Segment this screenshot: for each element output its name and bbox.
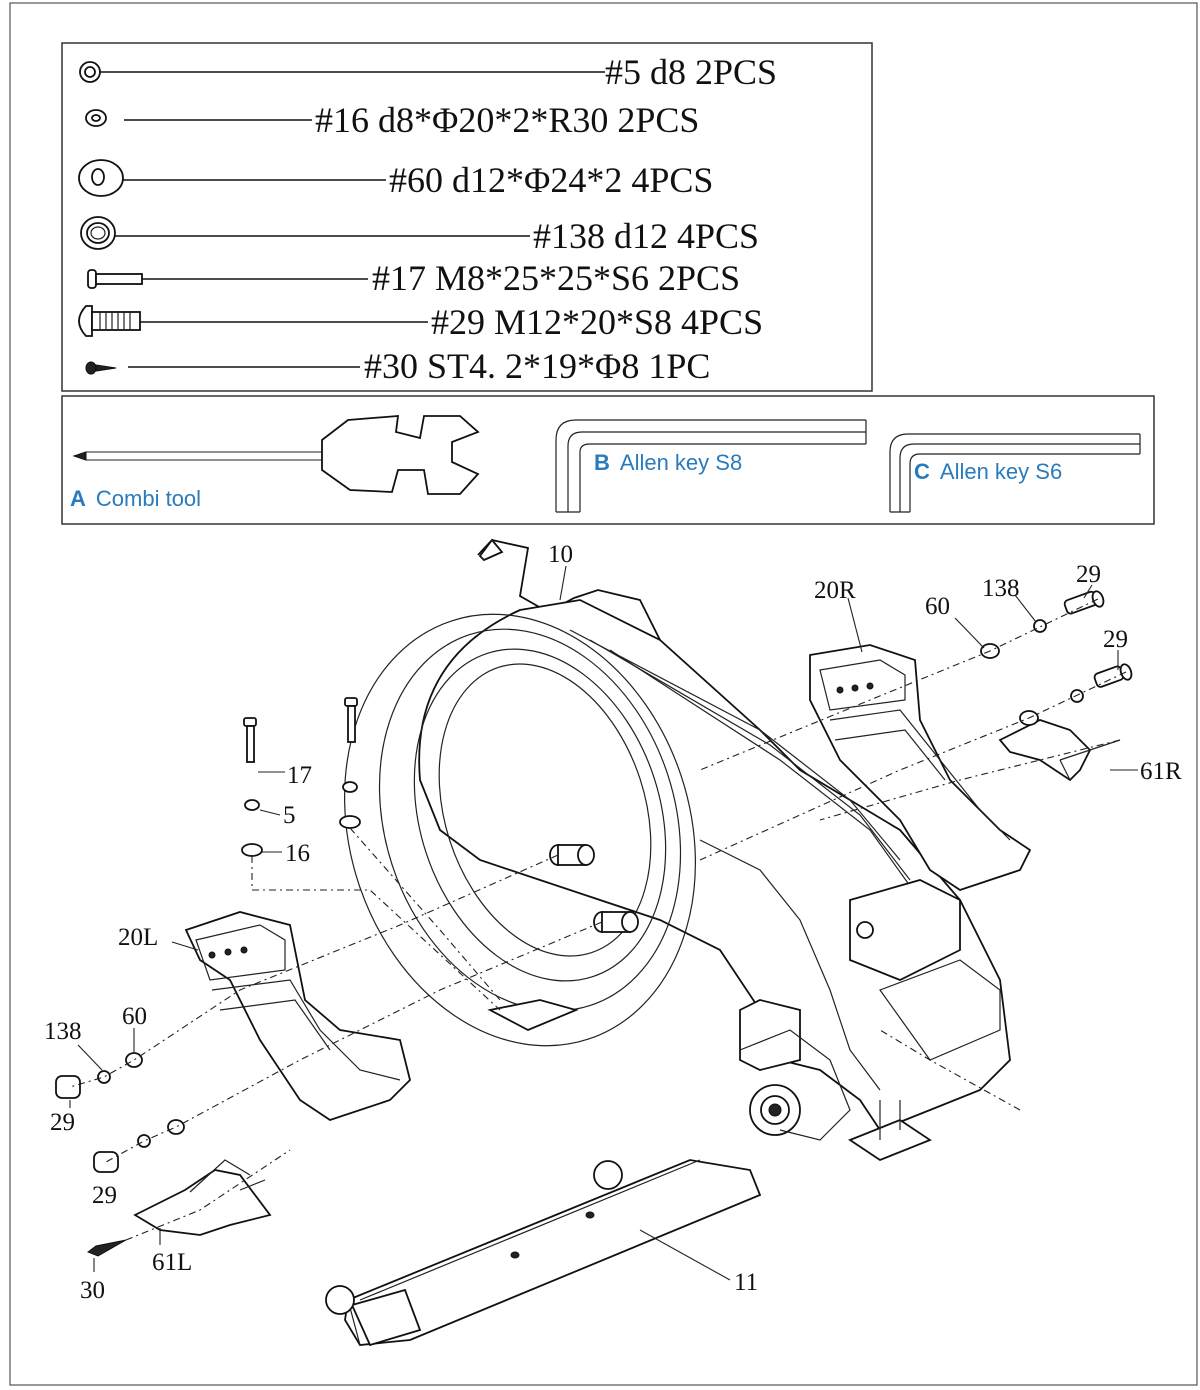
hardware-row-138: #138 d12 4PCS (80, 216, 759, 256)
combi-tool: A Combi tool (70, 415, 480, 511)
callout-29-left-top: 29 (50, 1109, 75, 1136)
hardware-label: #29 M12*20*S8 4PCS (431, 302, 763, 342)
hardware-row-29: #29 M12*20*S8 4PCS (78, 302, 763, 342)
callout-29-right-bottom: 29 (1103, 626, 1128, 653)
leader-lines (69, 565, 1138, 1281)
left-hardware-stack (55, 1052, 185, 1257)
hardware-row-60: #60 d12*Φ24*2 4PCS (78, 159, 713, 200)
hardware-label: #5 d8 2PCS (605, 52, 777, 92)
assembly-guide-lines (69, 598, 1127, 1241)
pedal-bracket-61R (998, 719, 1121, 782)
front-stabilizer-11 (325, 1159, 762, 1347)
main-frame-10 (344, 538, 1011, 1162)
right-hardware-stack (980, 590, 1133, 726)
combi-tool-icon (72, 415, 480, 495)
flat-washer-icon (78, 159, 124, 197)
hardware-label: #16 d8*Φ20*2*R30 2PCS (315, 100, 699, 140)
exploded-view: 10 20R 60 138 29 29 61R 17 5 16 20L 138 … (44, 538, 1182, 1347)
callout-138-right: 138 (982, 575, 1020, 602)
tool-a-label: A Combi tool (70, 486, 201, 511)
callout-10: 10 (548, 541, 573, 568)
hardware-row-5: #5 d8 2PCS (79, 52, 777, 92)
pedal-left-20L (184, 911, 411, 1121)
page-border (9, 2, 1198, 1386)
tools-panel: A Combi tool B Allen key S8 (61, 395, 1155, 525)
allen-key-s6: C Allen key S6 (889, 433, 1141, 513)
hardware-row-30: #30 ST4. 2*19*Φ8 1PC (85, 346, 710, 386)
hardware-label: #30 ST4. 2*19*Φ8 1PC (364, 346, 710, 386)
allen-key-icon (555, 419, 867, 513)
callout-labels: 10 20R 60 138 29 29 61R 17 5 16 20L 138 … (44, 541, 1182, 1304)
hardware-label: #60 d12*Φ24*2 4PCS (389, 160, 713, 200)
allen-key-icon (889, 433, 1141, 513)
callout-61L: 61L (152, 1249, 192, 1276)
callout-60-left: 60 (122, 1003, 147, 1030)
callout-30: 30 (80, 1277, 105, 1304)
pedal-bracket-61L (133, 1159, 272, 1236)
rear-bracket (849, 879, 1001, 1061)
bolt-icon (87, 269, 143, 289)
callout-16: 16 (285, 840, 310, 867)
axle-upper (549, 844, 595, 866)
callout-61R: 61R (1140, 758, 1182, 785)
callout-11: 11 (734, 1269, 758, 1296)
hardware-row-16: #16 d8*Φ20*2*R30 2PCS (85, 100, 699, 140)
hardware-label: #138 d12 4PCS (533, 216, 759, 256)
callout-20R: 20R (814, 577, 856, 604)
nut-icon (79, 61, 101, 83)
hardware-row-17: #17 M8*25*25*S6 2PCS (87, 258, 740, 298)
tool-c-label: C Allen key S6 (914, 459, 1062, 484)
hardware-label: #17 M8*25*25*S6 2PCS (372, 258, 740, 298)
rear-foot (848, 1100, 932, 1162)
screw-icon (85, 361, 117, 375)
callout-138-left: 138 (44, 1018, 82, 1045)
allen-key-s8: B Allen key S8 (555, 419, 867, 513)
tool-b-label: B Allen key S8 (594, 450, 742, 475)
large-bolt-icon (78, 305, 141, 337)
callout-20L: 20L (118, 924, 158, 951)
pulley-assembly (739, 999, 851, 1141)
spring-washer-icon (80, 216, 116, 250)
callout-29-left-bottom: 29 (92, 1182, 117, 1209)
callout-17: 17 (287, 762, 312, 789)
hardware-list-panel: #5 d8 2PCS #16 d8*Φ20*2*R30 2PCS #60 d12… (61, 42, 873, 392)
callout-29-right-top: 29 (1076, 561, 1101, 588)
callout-60-right: 60 (925, 593, 950, 620)
pedal-right-20R (809, 644, 1032, 891)
callout-5: 5 (283, 802, 296, 829)
curved-washer-icon (85, 109, 107, 127)
